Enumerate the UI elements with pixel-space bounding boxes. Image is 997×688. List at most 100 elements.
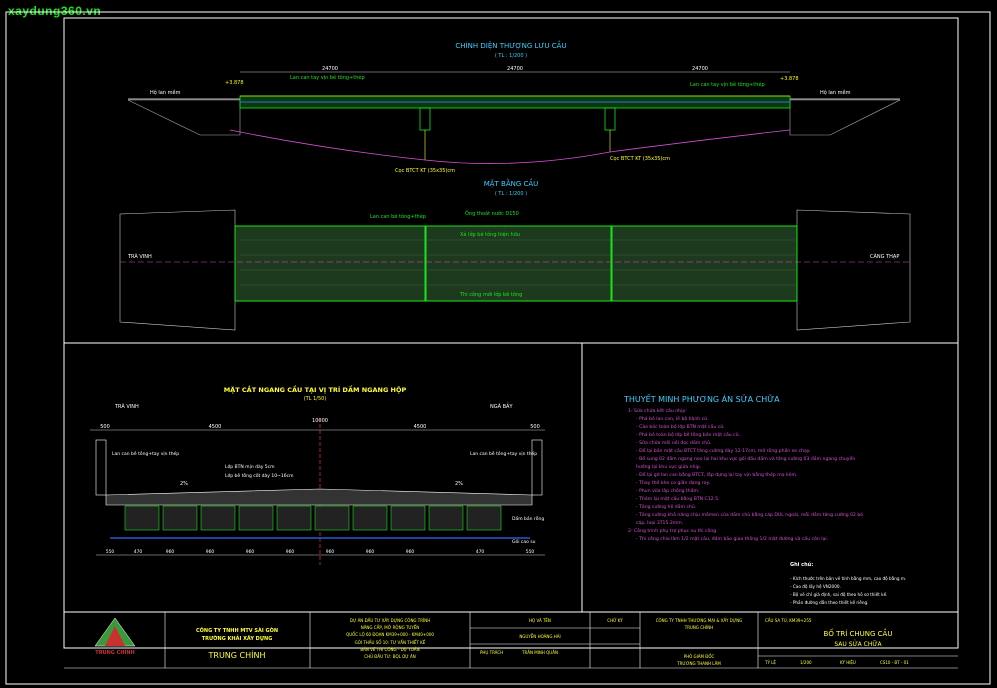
svg-text:TỶ LỆ: TỶ LỆ [764, 660, 776, 665]
svg-text:hướng lại khu vực giữa nhịp.: hướng lại khu vực giữa nhịp. [636, 463, 701, 470]
svg-text:- Phá bỏ lan can, lề bộ hành c: - Phá bỏ lan can, lề bộ hành cũ. [636, 414, 709, 422]
svg-text:- Tăng cường khả năng chịu môm: - Tăng cường khả năng chịu mômen của dầm… [636, 510, 863, 518]
drawing-title-1: BỐ TRÍ CHUNG CẦU [824, 628, 893, 638]
svg-text:- Sửa chữa mối nối dọc dầm chủ: - Sửa chữa mối nối dọc dầm chủ. [636, 438, 712, 446]
svg-text:PHỤ TRÁCH: PHỤ TRÁCH [480, 650, 503, 655]
span-dim-2: 24700 [507, 66, 523, 72]
section-dir-left: TRÀ VINH [114, 403, 139, 410]
svg-text:Lớp bê tông cốt dày 10~16cm: Lớp bê tông cốt dày 10~16cm [225, 472, 293, 479]
svg-text:- Phần đường dẫn theo thiết kế: - Phần đường dẫn theo thiết kế riêng. [790, 600, 869, 605]
elevation-title: CHÍNH DIỆN THƯỢNG LƯU CẦU [455, 40, 566, 50]
svg-text:GÓI THẦU SỐ 10: TƯ VẤN THIẾT K: GÓI THẦU SỐ 10: TƯ VẤN THIẾT KẾ [355, 639, 426, 645]
plan-dir-left: TRÀ VINH [127, 253, 152, 260]
svg-text:Ghi chú:: Ghi chú: [790, 561, 813, 568]
company-logo: TRUNG CHÍNH [94, 617, 136, 656]
notes-panel: THUYẾT MINH PHƯƠNG ÁN SỬA CHỮA 1- Sửa ch… [623, 393, 906, 605]
elevation-view: CHÍNH DIỆN THƯỢNG LƯU CẦU ( TL : 1/200 )… [127, 40, 901, 174]
svg-text:1/200: 1/200 [800, 660, 812, 665]
svg-text:Lan can bê tông+tay vịn thép: Lan can bê tông+tay vịn thép [470, 450, 537, 457]
new-layer-label: Thi công mới lớp bê tông [459, 291, 522, 298]
svg-text:- Bổ sung 02 dầm ngang neo lại: - Bổ sung 02 dầm ngang neo lại hai khu v… [636, 454, 855, 462]
svg-text:960: 960 [206, 549, 215, 555]
plan-span-2 [425, 225, 612, 302]
section-view: MẶT CẮT NGANG CẦU TẠI VỊ TRÍ DẦM NGANG H… [90, 384, 545, 565]
svg-text:- Đổ lại gờ lan can bằng BTCT,: - Đổ lại gờ lan can bằng BTCT, lắp dựng … [636, 471, 797, 478]
svg-text:- Cao độ lấy hệ VN2000.: - Cao độ lấy hệ VN2000. [790, 584, 841, 589]
svg-text:- Kích thước trên bản vẽ tính: - Kích thước trên bản vẽ tính bằng mm, c… [790, 576, 906, 581]
svg-text:960: 960 [366, 549, 375, 555]
svg-text:cáp, loại 3T15.2mm.: cáp, loại 3T15.2mm. [636, 519, 683, 526]
svg-text:BẢN VẼ THI CÔNG - DỰ TOÁN: BẢN VẼ THI CÔNG - DỰ TOÁN [360, 647, 419, 652]
svg-text:2- Công trình phụ trợ phục vụ: 2- Công trình phụ trợ phục vụ thi công [628, 527, 716, 534]
svg-text:KÝ HIỆU: KÝ HIỆU [840, 660, 856, 665]
railing-label-right: Lan can tay vịn bê tông+thép [690, 81, 765, 88]
svg-text:- Phá bỏ toàn bộ lớp bê tông b: - Phá bỏ toàn bộ lớp bê tông bản mặt cầu… [636, 430, 740, 438]
svg-text:2%: 2% [455, 481, 463, 487]
svg-text:500: 500 [100, 424, 110, 430]
svg-text:CS10 - BT - 01: CS10 - BT - 01 [880, 660, 909, 665]
svg-text:- Phun vữa lấp chống thấm.: - Phun vữa lấp chống thấm. [636, 487, 699, 494]
svg-text:CÔNG TY TNHH MTV SÀI GÒN: CÔNG TY TNHH MTV SÀI GÒN [196, 627, 278, 634]
watermark-logo: xaydung360.vn [8, 4, 102, 18]
svg-text:NGUYỄN HOÀNG HẢI: NGUYỄN HOÀNG HẢI [519, 634, 560, 639]
svg-text:- Tăng cường hệ dầm chủ.: - Tăng cường hệ dầm chủ. [636, 502, 696, 510]
section-title: MẶT CẮT NGANG CẦU TẠI VỊ TRÍ DẦM NGANG H… [224, 384, 407, 394]
svg-text:TRẦN MINH QUÂN: TRẦN MINH QUÂN [521, 650, 558, 655]
section-dir-right: NGÃ BẢY [490, 402, 513, 410]
svg-text:- Đổ lại bản mặt cầu BTCT tăng: - Đổ lại bản mặt cầu BTCT tăng cường dày… [636, 446, 810, 454]
plan-dir-right: CÀNG THẠP [870, 253, 899, 260]
inner-frame [63, 17, 959, 649]
level-right: +3.878 [780, 76, 799, 82]
svg-text:470: 470 [476, 549, 485, 555]
svg-text:Lan can bê tông+tay vịn thép: Lan can bê tông+tay vịn thép [112, 450, 179, 457]
span-dim-3: 24700 [692, 66, 708, 72]
svg-text:- Thi công chia làm 1/2 mặt cầ: - Thi công chia làm 1/2 mặt cầu, đảm bảo… [636, 534, 828, 542]
pile-label-2: Cọc BTCT KT (35x35)cm [610, 156, 670, 162]
svg-text:- Thay thế khe co giãn dạng ra: - Thay thế khe co giãn dạng ray. [636, 479, 710, 486]
svg-text:DỰ ÁN ĐẦU TƯ XÂY DỰNG CÔNG TRÌ: DỰ ÁN ĐẦU TƯ XÂY DỰNG CÔNG TRÌNH [350, 618, 430, 623]
elevation-scale: ( TL : 1/200 ) [495, 53, 527, 59]
svg-text:550: 550 [526, 549, 535, 555]
svg-text:1- Sửa chữa kết cấu nhịp:: 1- Sửa chữa kết cấu nhịp: [628, 407, 687, 414]
plan-view: MẶT BẰNG CẦU ( TL : 1/200 ) TRÀ VINH CÀN… [119, 178, 911, 331]
title-block [64, 612, 958, 669]
level-left: +3.878 [225, 80, 244, 86]
svg-text:QUỐC LỘ 60 ĐOẠN KM39+000 - KM4: QUỐC LỘ 60 ĐOẠN KM39+000 - KM40+000 [346, 632, 434, 637]
svg-text:960: 960 [406, 549, 415, 555]
svg-text:- Cào bóc toàn bộ lớp BTN mặt: - Cào bóc toàn bộ lớp BTN mặt cầu cũ. [636, 422, 725, 430]
svg-text:960: 960 [246, 549, 255, 555]
hola-right: Hộ lan mềm [820, 88, 851, 96]
svg-text:550: 550 [106, 549, 115, 555]
svg-text:Lớp BTN mịn dày 5cm: Lớp BTN mịn dày 5cm [225, 463, 275, 470]
drain-label: Ống thoát nước D150 [465, 209, 519, 217]
plan-scale: ( TL : 1/200 ) [495, 191, 527, 197]
svg-text:PHÓ GIÁM ĐỐC: PHÓ GIÁM ĐỐC [684, 654, 715, 659]
plan-title: MẶT BẰNG CẦU [484, 178, 539, 188]
svg-text:HỌ VÀ TÊN: HỌ VÀ TÊN [529, 618, 551, 623]
svg-text:NÂNG CẤP, MỞ RỘNG TUYẾN: NÂNG CẤP, MỞ RỘNG TUYẾN [361, 624, 420, 630]
svg-text:960: 960 [166, 549, 175, 555]
span-dim-1: 24700 [322, 66, 338, 72]
svg-text:CHỮ KÝ: CHỮ KÝ [607, 618, 623, 623]
svg-text:Dầm bản rỗng: Dầm bản rỗng [512, 514, 544, 522]
svg-text:- Thảm lại mặt cầu bằng BTN C1: - Thảm lại mặt cầu bằng BTN C12.5. [636, 494, 719, 502]
svg-text:470: 470 [134, 549, 143, 555]
hola-left: Hộ lan mềm [150, 88, 181, 96]
railing-plan-label: Lan can bê tông+thép [370, 213, 426, 220]
brand-name: TRUNG CHÍNH [208, 649, 266, 660]
pile-label-1: Cọc BTCT KT (35x35)cm [395, 168, 455, 174]
svg-text:960: 960 [286, 549, 295, 555]
svg-text:TRUNG CHÍNH: TRUNG CHÍNH [684, 625, 714, 630]
plan-span-1 [234, 225, 426, 302]
svg-text:2%: 2% [180, 481, 188, 487]
svg-text:4500: 4500 [209, 424, 222, 430]
svg-text:TRƯƠNG THANH LÂM: TRƯƠNG THANH LÂM [676, 661, 721, 666]
railing-label-left: Lan can tay vịn bê tông+thép [290, 74, 365, 81]
section-scale: (TL 1/50) [304, 396, 327, 402]
notes-title: THUYẾT MINH PHƯƠNG ÁN SỬA CHỮA [623, 393, 780, 404]
drawing-title-2: SAU SỬA CHỮA [834, 640, 882, 648]
svg-text:- Bộ vẽ chỉ giá định, sai độ t: - Bộ vẽ chỉ giá định, sai độ theo hồ sơ … [790, 592, 887, 597]
svg-text:CẦU SA TÚ, KM39+255: CẦU SA TÚ, KM39+255 [765, 618, 812, 623]
svg-text:CHỦ ĐẦU TƯ: BQL DỰ ÁN: CHỦ ĐẦU TƯ: BQL DỰ ÁN [364, 654, 415, 659]
